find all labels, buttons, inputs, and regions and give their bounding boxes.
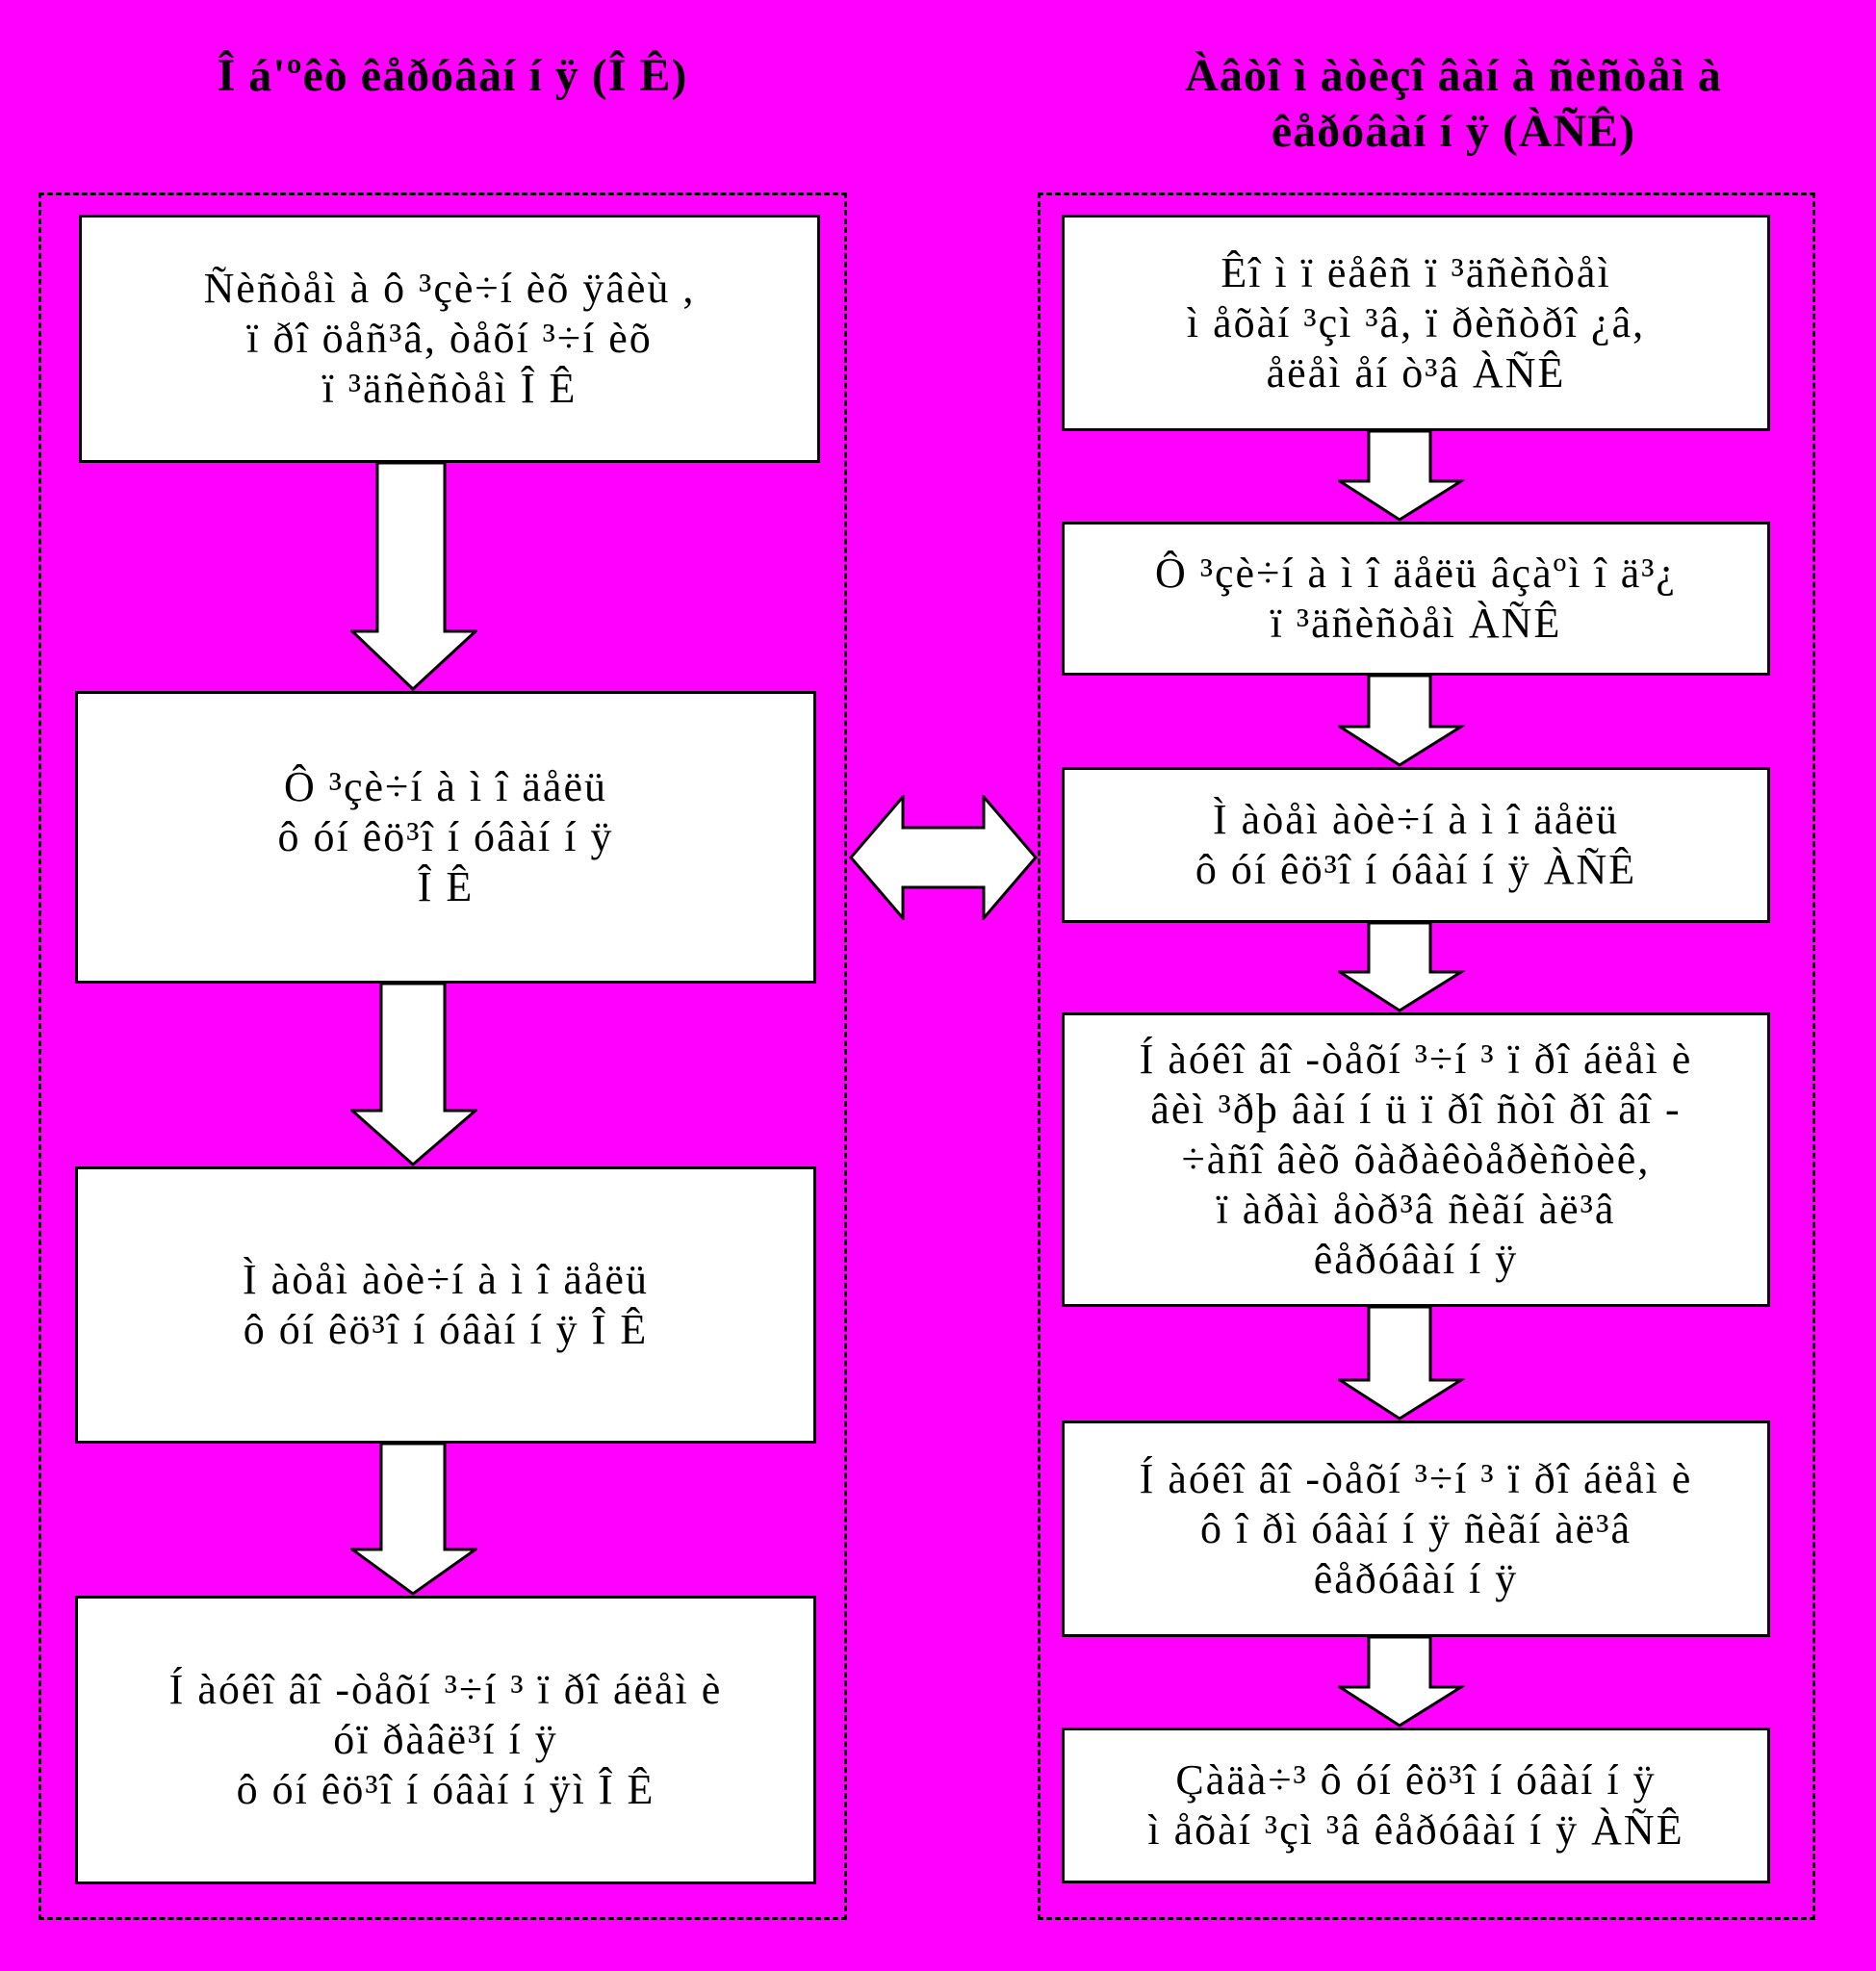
right-down-arrow-2 [1338,676,1465,767]
left-down-arrow-1 [350,463,477,691]
right-column-heading: Àâòî ì àòèçî âàí à ñèñòåì à êåðóâàí í ÿ … [1185,50,1722,157]
right-box-5: Í àóêî âî -òåõí ³÷í ³ ï ðî áëåì è ô î ðì… [1062,1421,1770,1637]
right-box-6: Çàäà÷³ ô óí êö³î í óâàí í ÿ ì åõàí ³çì ³… [1062,1728,1770,1883]
left-box-1: Ñèñòåì à ô ³çè÷í èõ ÿâèù , ï ðî öåñ³â, ò… [79,215,820,463]
left-box-4: Í àóêî âî -òåõí ³÷í ³ ï ðî áëåì è óï ðàâ… [75,1596,816,1884]
right-column-panel [1038,192,1815,1920]
left-down-arrow-2 [350,984,477,1166]
left-down-arrow-3 [350,1444,477,1596]
right-box-1: Êî ì ï ëåêñ ï ³äñèñòåì ì åõàí ³çì ³â, ï … [1062,215,1770,431]
right-down-arrow-4 [1338,1307,1465,1421]
left-column-heading: Î á'ºêò êåðóâàí í ÿ (Î Ê) [217,50,688,101]
left-column-panel [39,192,847,1920]
right-down-arrow-3 [1338,923,1465,1012]
right-down-arrow-1 [1338,431,1465,522]
right-box-3: Ì àòåì àòè÷í à ì î äåëü ô óí êö³î í óâàí… [1062,767,1770,923]
bidirectional-arrow [849,795,1038,920]
left-box-2: Ô ³çè÷í à ì î äåëü ô óí êö³î í óâàí í ÿ … [75,691,816,984]
right-down-arrow-5 [1338,1637,1465,1728]
right-box-2: Ô ³çè÷í à ì î äåëü âçàºì î ä³¿ ï ³äñèñòå… [1062,522,1770,676]
left-box-3: Ì àòåì àòè÷í à ì î äåëü ô óí êö³î í óâàí… [75,1166,816,1444]
right-box-4: Í àóêî âî -òåõí ³÷í ³ ï ðî áëåì è âèì ³ð… [1062,1012,1770,1307]
